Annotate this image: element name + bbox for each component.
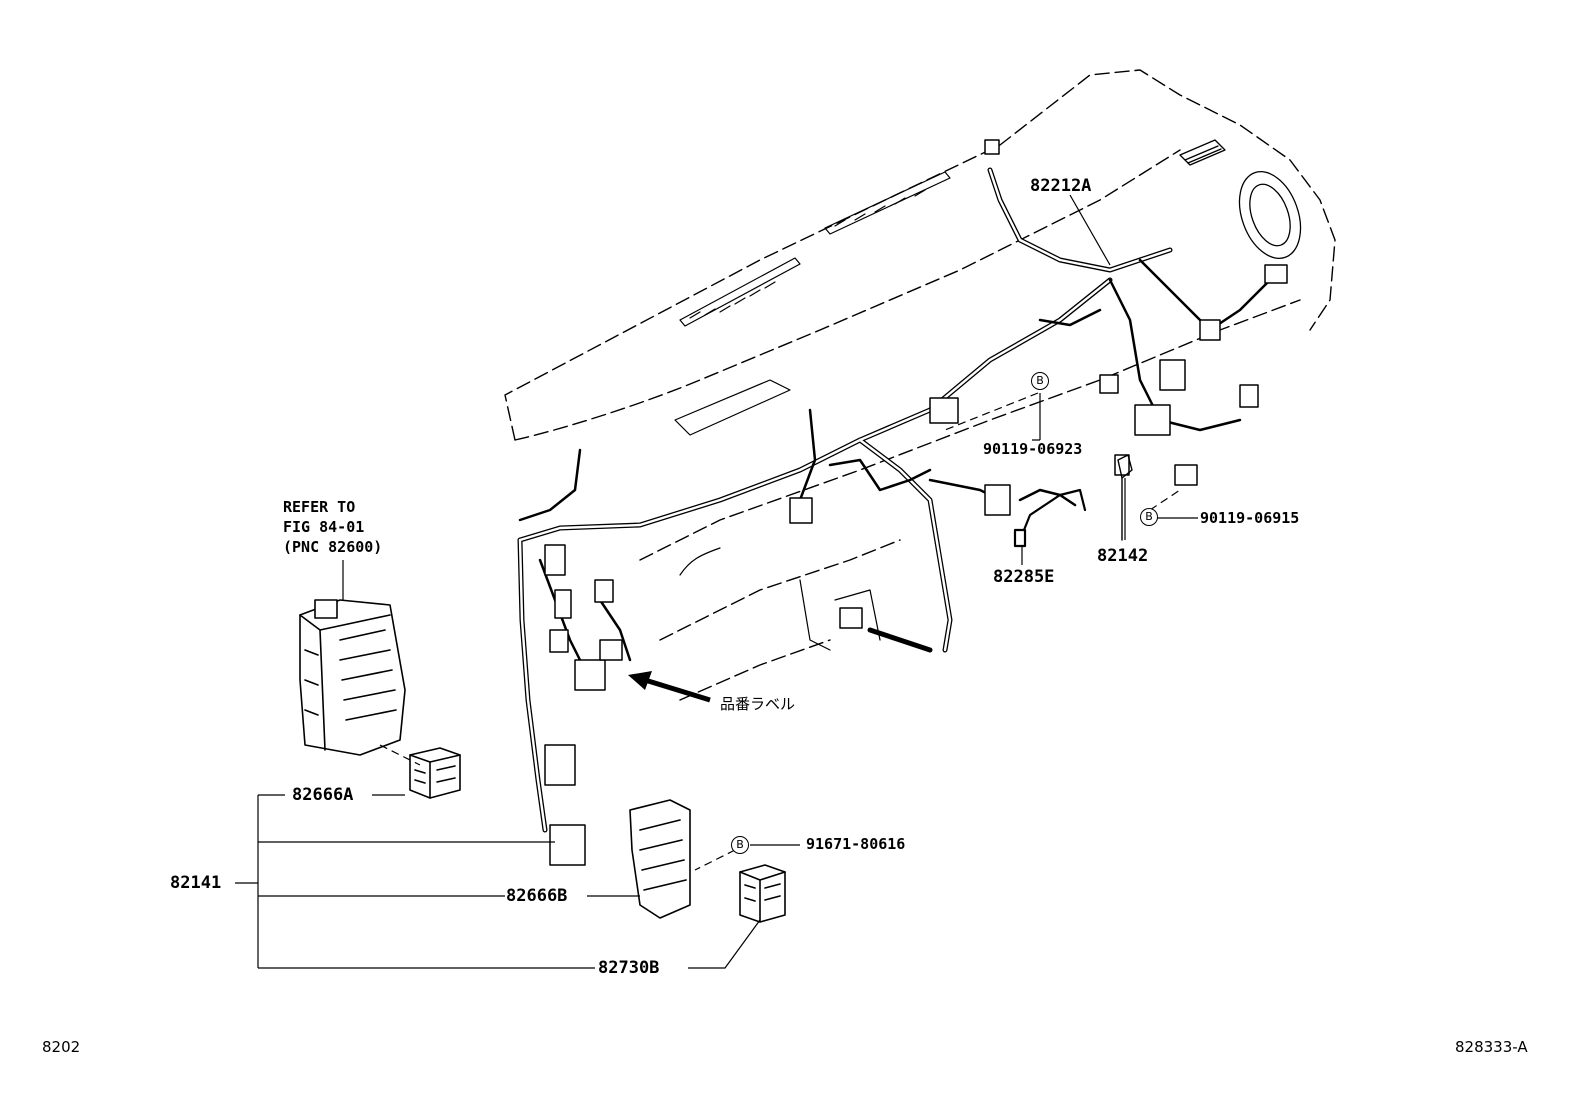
part-label-82666B: 82666B (506, 886, 568, 906)
lower-dash-contours (674, 379, 881, 651)
harness-inner (518, 168, 1172, 832)
part-label-82285E: 82285E (993, 567, 1055, 587)
part-label-90119-06915: 90119-06915 (1200, 509, 1300, 527)
figure-code: 828333-A (1455, 1038, 1528, 1056)
relay-block-82730B (739, 864, 786, 923)
bolt-marker-b: B (731, 836, 749, 854)
dashboard-outline (504, 69, 1336, 701)
part-label-82730B: 82730B (598, 958, 660, 978)
clip-82142 (1117, 454, 1133, 541)
part-label-90119-06923: 90119-06923 (983, 440, 1083, 458)
sensor-82285E (1013, 488, 1087, 548)
refer-note: REFER TO FIG 84-01 (PNC 82600) (283, 497, 382, 557)
bolt-marker-b: B (1031, 372, 1049, 390)
main-harness (517, 167, 1173, 833)
leader-82212A (1069, 194, 1111, 266)
connectors (544, 139, 1288, 866)
label-arrow (628, 671, 711, 703)
connector-82666A (409, 747, 461, 799)
part-label-82141: 82141 (170, 873, 222, 893)
side-vent (1179, 139, 1302, 260)
branch-harnesses (518, 258, 1272, 682)
bolt-marker-b: B (1140, 508, 1158, 526)
leader-lines (235, 194, 1198, 969)
leader-90119-06923 (1032, 393, 1041, 441)
defroster-grille-right (824, 171, 951, 235)
part-label-82142: 82142 (1097, 546, 1149, 566)
part-number-label-note: 品番ラベル (720, 695, 796, 713)
junction-bracket-82666B (629, 799, 691, 919)
part-label-82212A: 82212A (1030, 176, 1092, 196)
part-label-82666A: 82666A (292, 785, 354, 805)
refer-line-3: (PNC 82600) (283, 538, 383, 556)
part-label-91671-80616: 91671-80616 (806, 835, 906, 853)
defroster-grille-left (679, 257, 801, 327)
page-code: 8202 (42, 1038, 81, 1056)
refer-line-2: FIG 84-01 (283, 518, 365, 536)
junction-block-82600 (299, 599, 406, 756)
refer-line-1: REFER TO (283, 498, 356, 516)
